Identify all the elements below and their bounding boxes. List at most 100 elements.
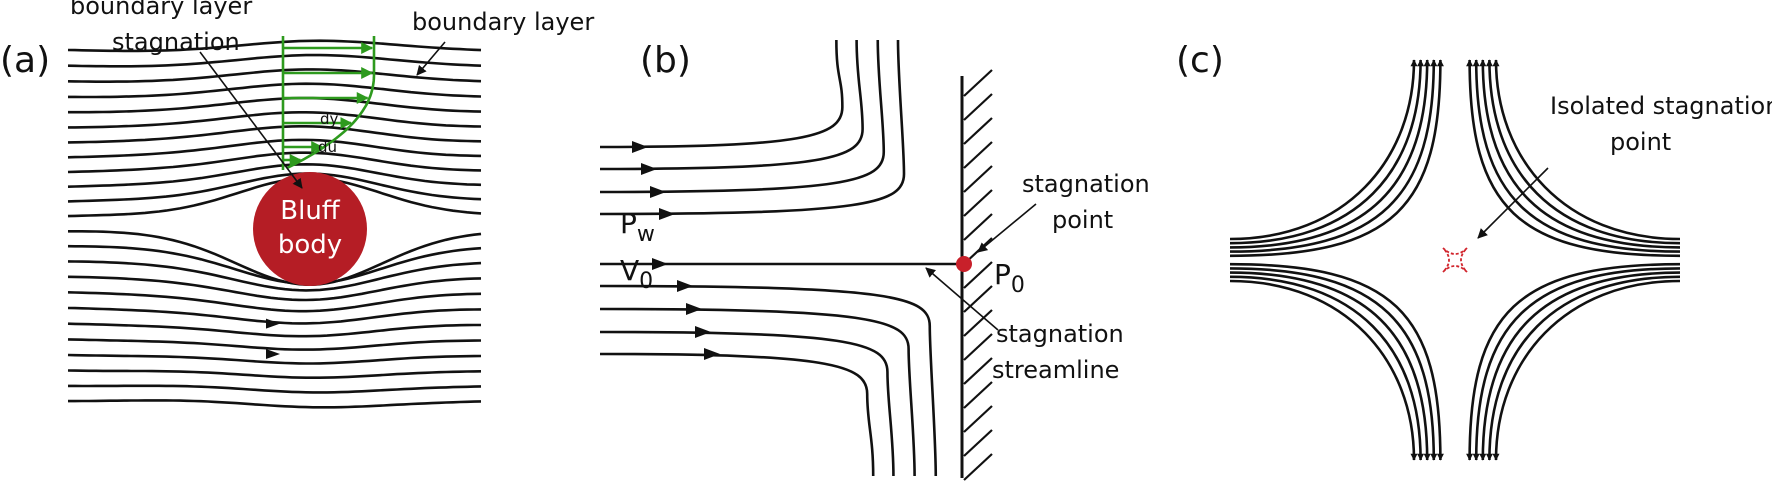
wall-hatching [963,69,993,481]
streamline [67,125,482,144]
v0-letter: V [620,254,639,287]
flow-arrowhead [686,303,702,315]
streamline [67,353,482,365]
pw-subscript: w [637,222,655,247]
flow-arrowhead [659,208,675,220]
isolated-stagnation-label-line1: Isolated stagnation [1550,92,1772,120]
streamline [1492,279,1681,461]
dy-label: dy [320,110,339,128]
hatch-mark [963,309,993,337]
isolated-stagnation-pointer-arrow [1477,167,1549,239]
flow-arrowhead [652,258,668,270]
hatch-mark [963,261,993,289]
streamline [1229,262,1444,461]
streamline [1229,59,1425,245]
streamline [599,39,864,171]
hatch-mark [963,93,993,121]
stagnation-point-label-line1: stagnation [1022,170,1150,198]
panel-c: (c) Isolated stagnation point [1176,40,1772,461]
streamline [68,82,482,99]
flow-arrowhead [632,141,648,153]
streamline [599,39,886,194]
flow-arrowhead [695,326,711,338]
panel-b-streamlines [599,39,962,477]
streamline [1229,59,1431,249]
hatch-mark [963,285,993,313]
p0-symbol: P0 [994,258,1025,298]
streamline [1229,59,1418,241]
streamline [1466,262,1681,461]
streamline [67,369,482,379]
hatch-mark [963,165,993,193]
streamline [67,275,482,302]
bluff-body [253,172,367,286]
panel-a: (a) boundary layer stagnation boundary l… [0,0,594,409]
hatch-mark [963,357,993,385]
streamline [67,291,482,313]
streamline [67,322,481,338]
streamline [67,244,482,286]
boundary-layer-label: boundary layer [412,8,594,36]
streamline [1492,59,1681,241]
bluff-body-label-line1: Bluff [280,196,341,226]
hatch-mark [963,381,993,409]
pw-symbol: Pw [620,207,655,247]
streamline [67,172,482,203]
isolated-stagnation-point-marker [1442,247,1468,273]
isolated-stagnation-label-line2: point [1610,128,1671,156]
streamline [1229,271,1431,461]
hatch-mark [963,141,993,169]
streamline [68,399,482,409]
hatch-mark [963,189,993,217]
flow-arrowhead [641,163,657,175]
boundary-layer-profile [281,36,376,170]
streamline [68,384,482,394]
flow-arrowhead [677,280,693,292]
streamline [68,111,482,129]
streamline [67,260,482,292]
streamline [1472,59,1681,253]
hatch-mark [963,333,993,361]
streamline [1479,271,1681,461]
flow-arrowhead [266,349,280,359]
streamline [1466,59,1681,258]
hatch-mark [963,429,993,457]
streamline [1229,59,1438,253]
streamline [1229,59,1444,258]
stagnation-pointer-arrow [199,51,303,189]
p0-subscript: 0 [1011,273,1025,298]
streamline [67,39,482,53]
panel-a-label: (a) [0,40,50,81]
streamline [1229,275,1425,461]
stagnation-label-line1: boundary layer [70,0,252,20]
hatch-mark [963,405,993,433]
streamline [67,151,482,174]
streamline [68,96,482,114]
panel-a-streamlines [67,39,482,409]
panel-c-streamlines [1229,59,1681,461]
hatch-mark [963,117,993,145]
stagnation-streamline-label-line1: stagnation [996,320,1124,348]
streamline [67,138,482,159]
stagnation-point-marker [956,256,972,272]
streamline [599,307,916,477]
v0-subscript: 0 [639,269,653,294]
hatch-mark [963,69,993,97]
v0-symbol: V0 [620,254,653,294]
du-label: du [318,138,337,156]
stagnation-streamline-label-line2: streamline [992,356,1119,384]
stagnation-point-pointer-arrow [977,203,1037,253]
streamline [1229,279,1418,461]
bluff-body-label-line2: body [278,230,342,260]
streamline [67,176,482,218]
panel-c-label: (c) [1176,40,1224,81]
hatch-mark [963,453,993,481]
streamline [1485,275,1681,461]
panel-b: (b) Pw V0 P0 stagnation point stagnation… [599,39,1150,481]
streamline [67,53,482,68]
streamline [599,284,938,477]
flow-arrowhead [650,186,666,198]
pw-letter: P [620,207,637,240]
streamline [67,162,482,188]
streamline [599,39,906,216]
